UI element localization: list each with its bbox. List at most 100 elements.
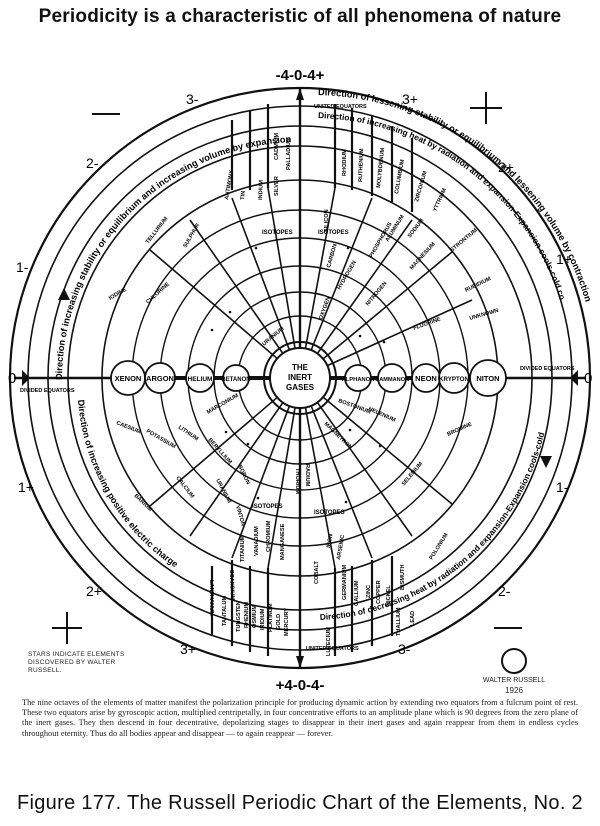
isotopes-label-top-left: ISOTOPES: [262, 230, 293, 236]
ring-label: HELENIUM: [367, 406, 396, 424]
element-label: ZINC: [366, 585, 372, 598]
element-label: BARIUM: [133, 493, 154, 513]
element-label: CHLORINE: [145, 281, 171, 305]
element-label: OSMIUM: [252, 605, 258, 628]
element-label: STRONTIUM: [449, 227, 479, 253]
element-label: POTASSIUM: [145, 429, 177, 451]
node-neon: NEON: [415, 374, 437, 383]
element-label: MANGANESE: [280, 523, 286, 560]
zero-right-label: 0: [584, 370, 592, 387]
center-line-3: GASES: [286, 383, 315, 392]
signature-year: 1926: [505, 686, 523, 695]
monogram-icon: [501, 648, 527, 674]
bottom-octave-label: +4-0-4-: [276, 677, 325, 690]
element-label: RADIUM: [304, 464, 310, 487]
signature-name: WALTER RUSSELL: [482, 677, 546, 684]
figure-caption: Figure 177. The Russell Periodic Chart o…: [17, 792, 583, 814]
element-label: BERYLLIUM: [207, 437, 233, 465]
node-betanon: BETANON: [221, 377, 250, 383]
node-helium: HELIUM: [188, 376, 213, 383]
inert-gas-nodes: XENON ARGON HELIUM BETANON ALPHANON GAMM…: [110, 359, 507, 397]
element-label: GALLIUM: [354, 580, 360, 606]
octave-mark: 1+: [18, 479, 34, 495]
arc-text-top-left: Direction of increasing stability or equ…: [54, 134, 292, 380]
element-label: RUTHENIUM: [358, 148, 365, 182]
ring-label: MARCONIUM: [206, 393, 240, 416]
node-alphanon: ALPHANON: [342, 377, 375, 383]
arc-text-bottom-right: Direction of decreasing heat by radiatio…: [0, 0, 547, 622]
element-label: TANTALUM: [222, 595, 228, 626]
signature-block: WALTER RUSSELL 1926: [478, 648, 550, 695]
element-label: GERMANIUM: [342, 565, 348, 600]
element-label: LITHIUM: [177, 425, 199, 443]
inert-gases-center: [269, 347, 331, 409]
node-gammanon: GAMMANON: [375, 377, 409, 383]
octave-mark: 2-: [86, 155, 99, 171]
node-niton: NITON: [476, 374, 499, 383]
element-label: PLATINUM: [268, 603, 274, 632]
isotopes-label-top-right: ISOTOPES: [318, 230, 349, 236]
octave-mark: 2-: [498, 583, 511, 599]
element-label: IRIDIUM: [260, 608, 266, 630]
octave-mark: 2+: [86, 583, 102, 599]
node-xenon: XENON: [115, 374, 142, 383]
periodic-chart: Direction of increasing stability or equ…: [0, 0, 593, 690]
divided-equators-right: DIVIDED EQUATORS: [520, 366, 575, 372]
element-label: NITROGEN: [365, 281, 389, 307]
element-label: COPPER: [376, 580, 382, 604]
octave-mark: 1+: [556, 251, 572, 267]
octave-mark: 3+: [180, 641, 196, 657]
element-label: VANADIUM: [254, 526, 260, 556]
vertical-element-bars: [210, 104, 414, 656]
isotopes-label-bottom-right: ISOTOPES: [314, 510, 345, 516]
element-label: BORON: [236, 464, 251, 485]
element-label: HYDROGEN: [337, 260, 358, 291]
element-label: PALLADIUM: [286, 137, 292, 170]
corner-signs: [52, 92, 522, 644]
united-equators-top: UNITED EQUATORS: [314, 104, 367, 110]
element-label: VINTON: [234, 505, 246, 527]
element-label: CADMIUM: [274, 133, 280, 160]
united-equators-bottom: UNITED EQUATORS: [306, 646, 359, 652]
element-label: COBALT: [314, 561, 320, 584]
element-label: RHENIUM: [244, 602, 250, 628]
element-label: BISMUTH: [400, 565, 406, 590]
element-label: GOLD: [276, 614, 282, 630]
chart-description: The nine octaves of the elements of matt…: [22, 698, 578, 738]
zero-left-label: 0: [8, 370, 16, 387]
element-label: THORIUM: [294, 468, 300, 494]
element-label: THALLIUM: [396, 607, 402, 636]
discovery-stars: [210, 246, 386, 504]
octave-mark: 3-: [398, 641, 411, 657]
node-krypton: KRYPTON: [439, 376, 469, 383]
octave-marks: 3- 3+ 2- 2+ 1+ 1- 1+ 1- 2+ 2- 3+ 3-: [16, 91, 572, 657]
element-label: ARSENIC: [336, 535, 346, 561]
element-label: SODIUM: [407, 218, 426, 240]
direction-arrows: [22, 88, 578, 668]
element-label: LANTHANUM: [208, 580, 214, 616]
element-label: BROMINE: [446, 421, 473, 437]
element-label: LEAD: [410, 611, 416, 626]
lower-element-labels: CAESIUM BARIUM LANTHANUM POTASSIUM CALCI…: [115, 420, 473, 636]
octave-mark: 1-: [16, 259, 29, 275]
octave-mark: 2+: [498, 159, 514, 175]
center-line-1: THE: [292, 363, 309, 372]
discovery-note: STARS INDICATE ELEMENTS DISCOVERED BY WA…: [28, 651, 125, 674]
element-label: TUNGSTEN: [236, 601, 242, 632]
chart-heading: Periodicity is a characteristic of all p…: [38, 6, 562, 27]
element-label: INDIUM: [258, 180, 265, 200]
octave-mark: 3-: [186, 91, 199, 107]
element-label: ANTIMONY: [224, 170, 235, 201]
element-label: SCANDIUM: [228, 570, 235, 601]
isotopes-label-bottom-left: ISOTOPES: [252, 504, 283, 510]
element-label: TITANIUM: [240, 535, 246, 562]
element-label: MERCURY: [284, 608, 290, 636]
ring-label: LUTECIUM: [326, 627, 332, 656]
element-label: MAGNESIUM: [409, 241, 437, 271]
octave-mark: 1-: [556, 479, 569, 495]
element-label: YTTRIUM: [432, 187, 448, 212]
ring-label: UNKNOWN: [469, 308, 499, 322]
element-label: IRON: [326, 534, 334, 549]
element-label: NICKEL: [386, 585, 392, 606]
element-label: ZIRCONIUM: [414, 170, 429, 202]
